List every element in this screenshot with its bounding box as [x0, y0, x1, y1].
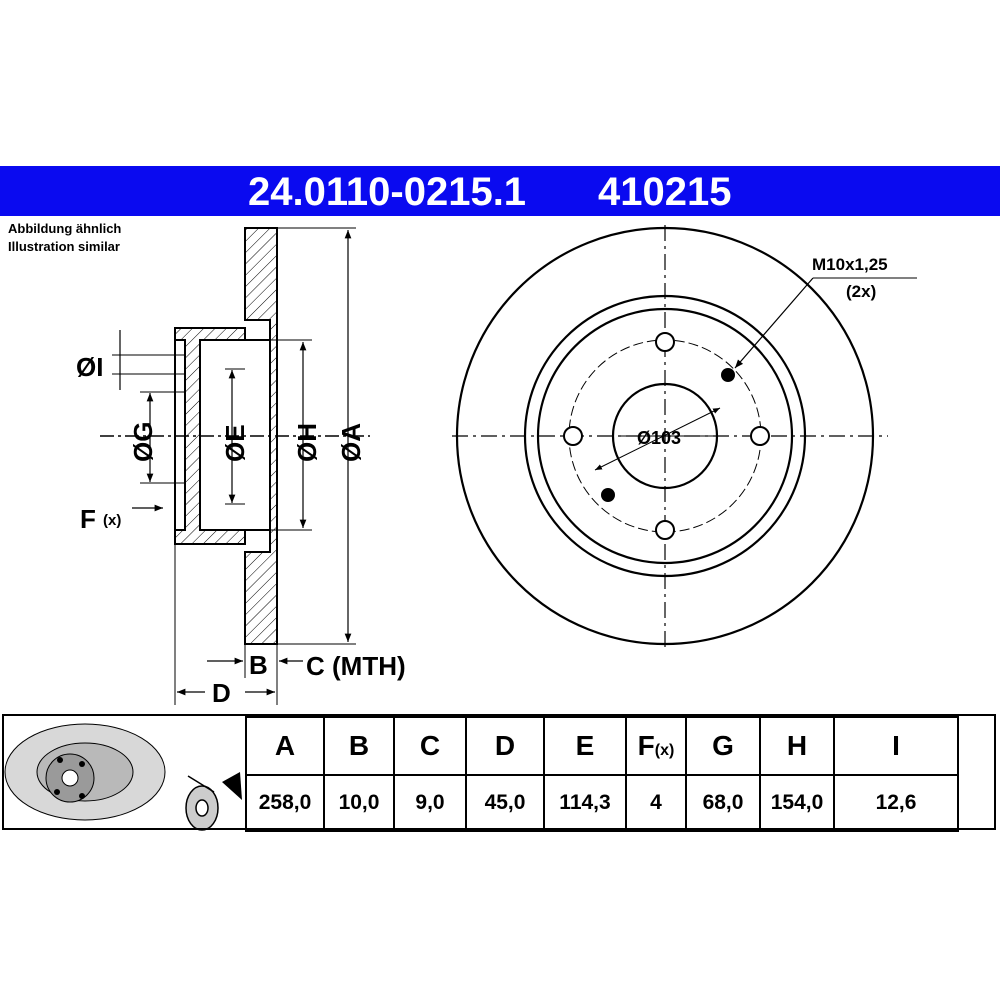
cross-section-view: ØI ØG ØE ØH ØA F (x) B C (MTH) D [76, 227, 406, 708]
dim-label-H: ØH [292, 423, 322, 462]
dim-label-F: F [80, 504, 96, 534]
thread-count-label: (2x) [846, 282, 876, 301]
front-view: M10x1,25 (2x) Ø103 [452, 225, 917, 650]
dim-label-D: D [212, 678, 231, 708]
hat-outer-edge [536, 307, 794, 565]
dim-label-A: ØA [336, 423, 366, 462]
friction-inner-edge [523, 294, 807, 578]
table-header-row: A B C D E F(x) G H I [245, 716, 959, 776]
header-D: D [465, 716, 545, 776]
header-F: F(x) [625, 716, 687, 776]
header-E: E [543, 716, 627, 776]
dim-label-E: ØE [220, 424, 250, 462]
hub-face [174, 339, 186, 531]
header-F-suffix: (x) [654, 742, 675, 759]
bolt-hole-bottom [655, 520, 675, 540]
dim-label-B: B [249, 650, 268, 680]
value-C: 9,0 [393, 774, 467, 832]
pcd-label: Ø103 [637, 428, 681, 448]
part-number: 24.0110-0215.1 [248, 170, 527, 214]
bolt-hole-top [655, 332, 675, 352]
measurement-icon [184, 772, 242, 831]
note-line-en: Illustration similar [8, 239, 120, 254]
bolt-hole-right [750, 426, 770, 446]
value-H: 154,0 [759, 774, 835, 832]
thread-hole-upper [721, 368, 735, 382]
illustration-note: Abbildung ähnlich Illustration similar [8, 220, 121, 256]
value-E: 114,3 [543, 774, 627, 832]
note-line-de: Abbildung ähnlich [8, 221, 122, 236]
header-F-letter: F [637, 730, 655, 761]
value-F: 4 [625, 774, 687, 832]
thread-label: M10x1,25 [812, 255, 888, 274]
disc-outer-edge [455, 226, 875, 646]
header-B: B [323, 716, 395, 776]
header-I: I [833, 716, 959, 776]
bolt-hole-left [563, 426, 583, 446]
header-banner [0, 166, 1000, 216]
value-A: 258,0 [245, 774, 325, 832]
disc-thumbnail-icon [4, 723, 166, 821]
header-C: C [393, 716, 467, 776]
header-H: H [759, 716, 835, 776]
table-value-row: 258,0 10,0 9,0 45,0 114,3 4 68,0 154,0 1… [245, 774, 959, 832]
thread-hole-lower [601, 488, 615, 502]
reference-number: 410215 [598, 170, 732, 214]
value-D: 45,0 [465, 774, 545, 832]
header-G: G [685, 716, 761, 776]
value-B: 10,0 [323, 774, 395, 832]
dim-label-C: C (MTH) [306, 651, 406, 681]
header-A: A [245, 716, 325, 776]
value-G: 68,0 [685, 774, 761, 832]
value-I: 12,6 [833, 774, 959, 832]
dim-label-I: ØI [76, 352, 103, 382]
dim-label-G: ØG [128, 422, 158, 462]
dimension-table: A B C D E F(x) G H I 258,0 10,0 9,0 45,0… [245, 716, 959, 832]
dim-label-F-sub: (x) [103, 512, 121, 529]
